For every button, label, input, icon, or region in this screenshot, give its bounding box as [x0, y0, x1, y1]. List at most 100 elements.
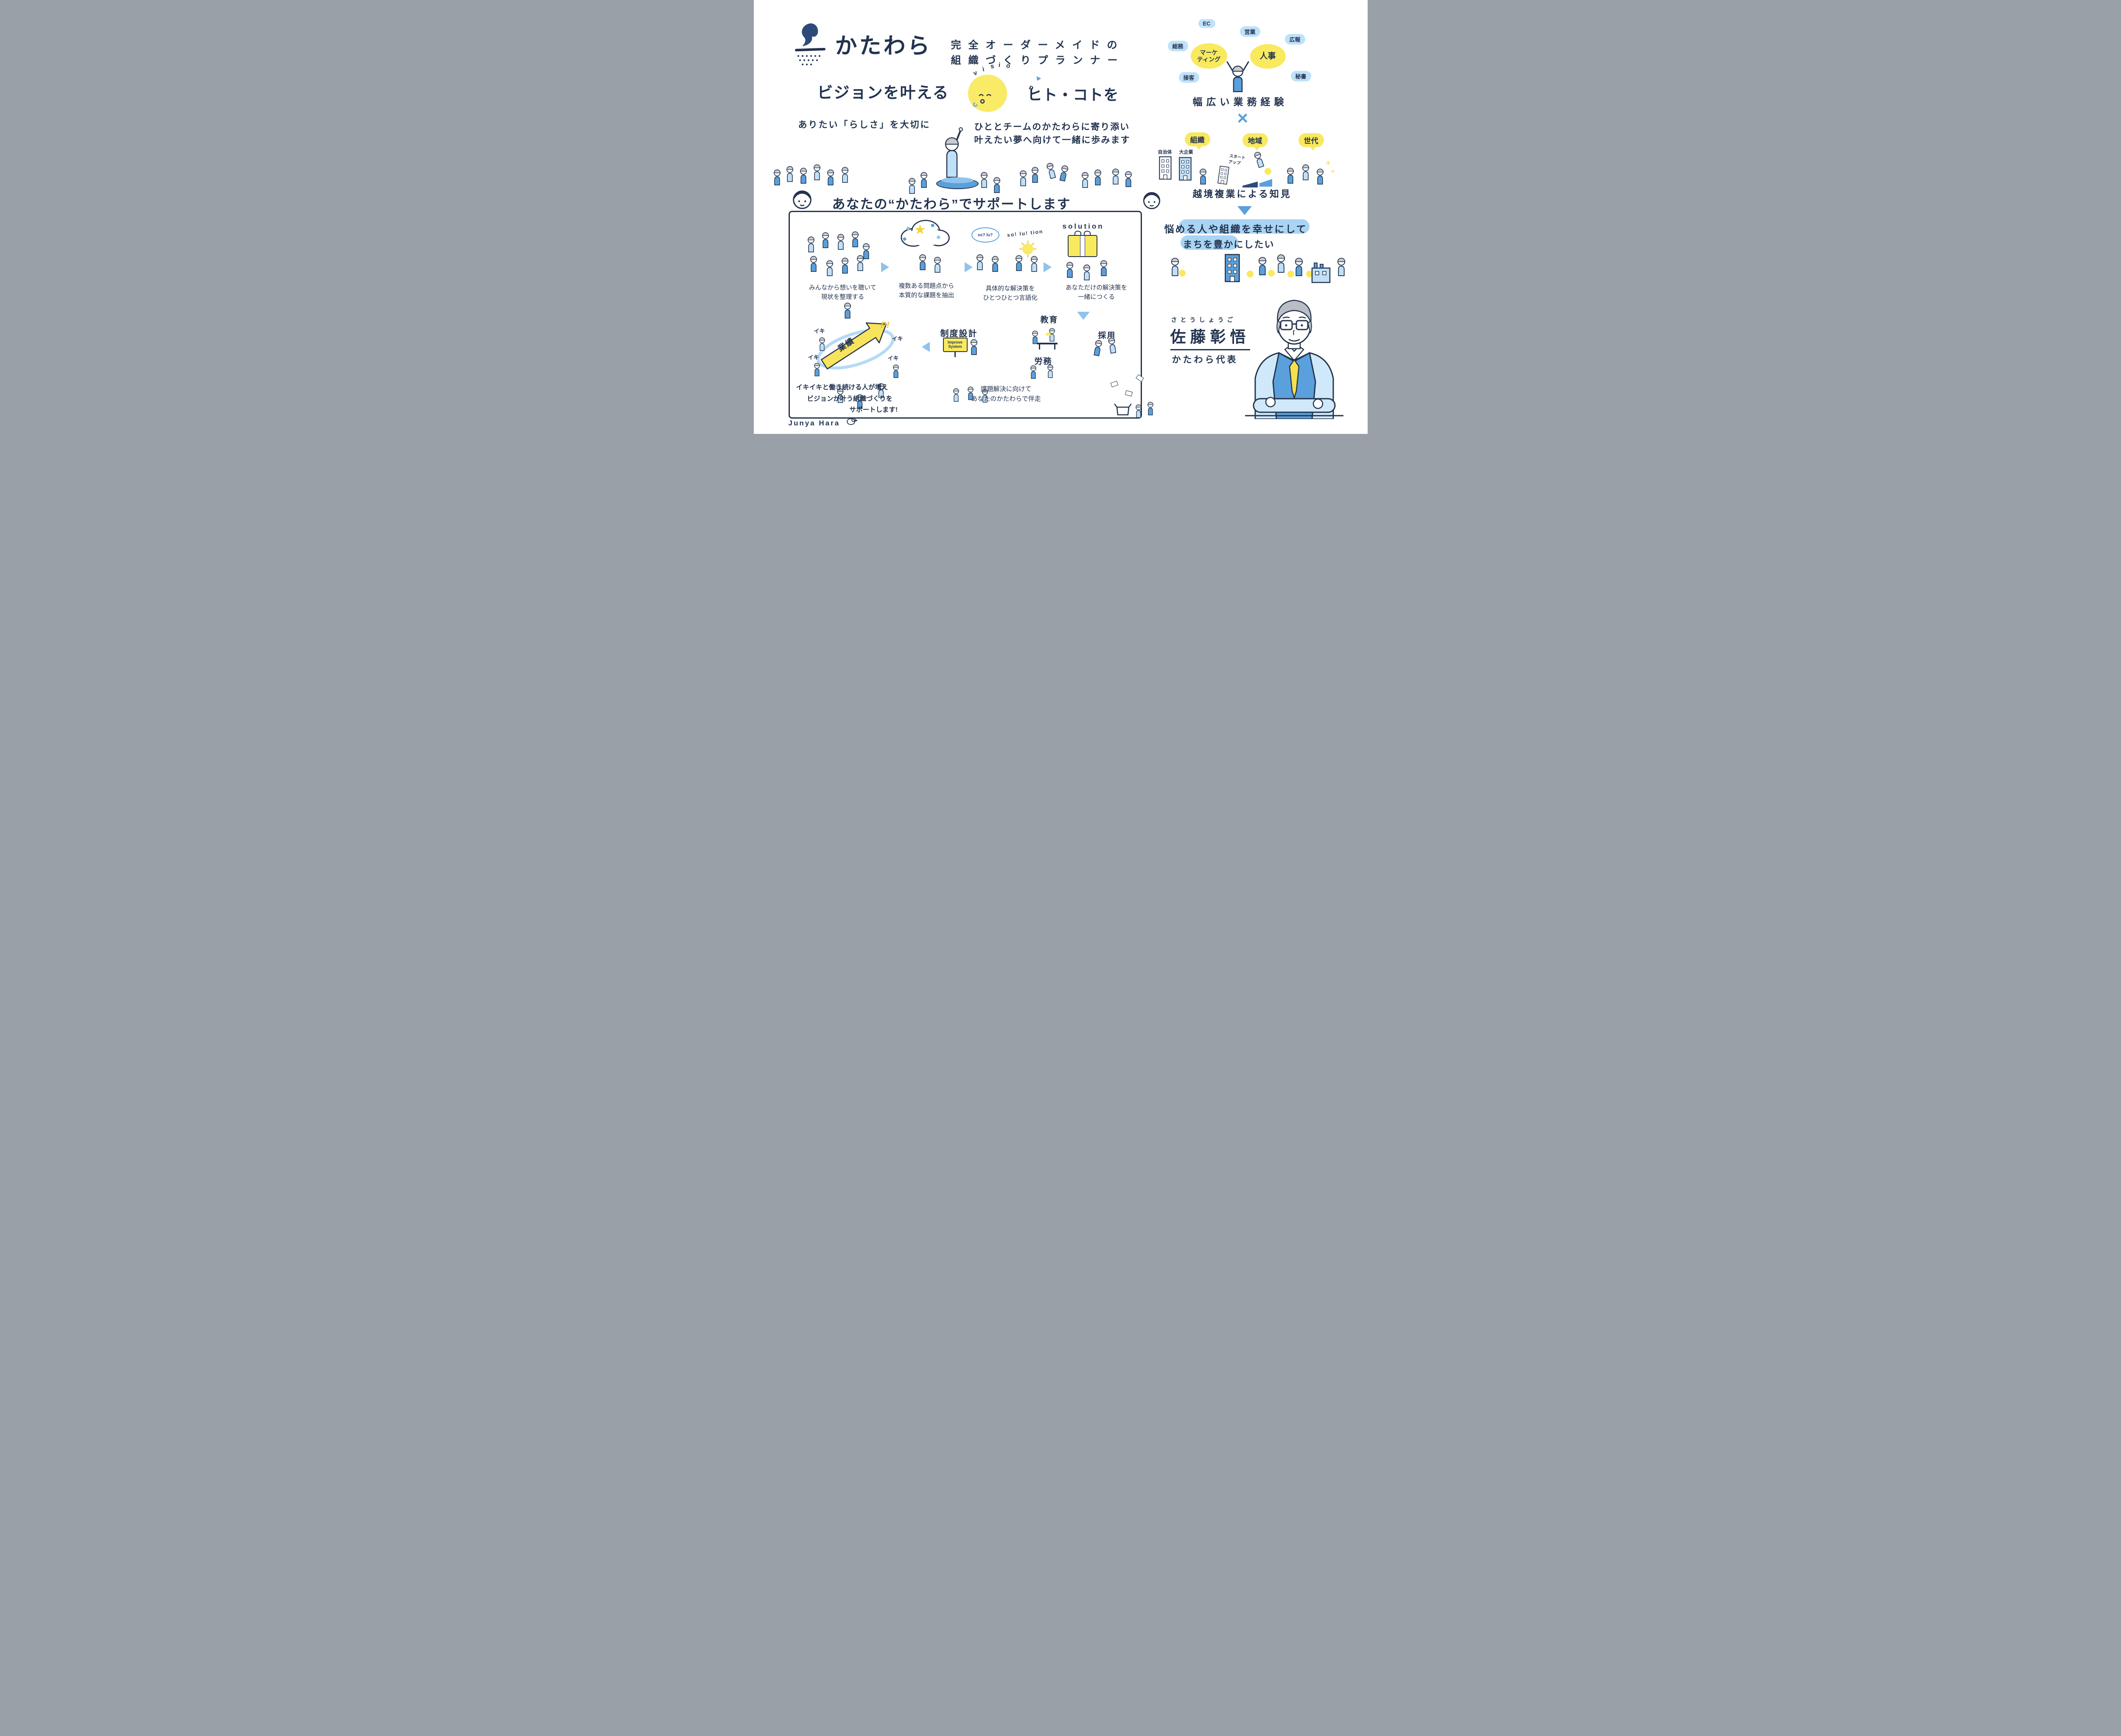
- desk-leg-icon: [1054, 344, 1055, 349]
- flow-left-arrow-icon: [921, 342, 930, 352]
- vision-letter: s: [990, 62, 994, 70]
- label-big-company: 大企業: [1179, 150, 1193, 155]
- desk-leg-icon: [1038, 344, 1040, 349]
- person-icon: [891, 364, 901, 378]
- bubble-service: 接客: [1178, 72, 1199, 83]
- person-icon: [1057, 164, 1071, 183]
- iki-label: イキ: [892, 335, 903, 342]
- step1-caption-line2: 現状を整理する: [821, 294, 865, 301]
- person-icon: [1029, 255, 1040, 272]
- step4-caption-line2: 一緒につくる: [1078, 294, 1115, 301]
- support-title: あなたの“かたわら”でサポートします: [832, 197, 1071, 212]
- person-icon: [951, 388, 961, 402]
- gift-box-icon: [1067, 231, 1097, 257]
- outcome-line1: イキイキと働き続ける人が増え: [796, 384, 888, 391]
- person-icon: [1105, 336, 1119, 354]
- solution-label: solution: [1062, 222, 1104, 230]
- person-icon: [842, 302, 853, 319]
- person-icon: [835, 233, 846, 250]
- person-icon: [820, 232, 831, 249]
- note-left: ありたい「らしさ」を大切に: [798, 120, 931, 130]
- desk-icon: [1037, 343, 1058, 344]
- person-icon: [1300, 164, 1311, 181]
- label-municipality: 自治体: [1158, 150, 1172, 155]
- person-icon: [1081, 264, 1092, 281]
- cross-operator: ×: [1237, 108, 1248, 129]
- person-icon: [991, 176, 1002, 193]
- tag-org: 組織: [1184, 132, 1210, 150]
- person-icon: [1092, 169, 1103, 186]
- person-icon: [817, 337, 827, 351]
- result-down-arrow-icon: [1237, 206, 1252, 215]
- person-icon: [990, 255, 1001, 272]
- bubble-sales: 営業: [1240, 26, 1260, 37]
- tagline-line2: 組織づくりプランナー: [951, 55, 1125, 66]
- sparkle-triangle-icon: [1035, 76, 1041, 82]
- artist-signature: Junya Hara: [788, 419, 840, 427]
- step2-caption-line2: 本質的な課題を抽出: [898, 292, 954, 299]
- person-icon: [979, 171, 990, 188]
- glow-icon: [1268, 270, 1275, 277]
- sparkle-icon: ＋: [1330, 169, 1335, 174]
- glow-icon: [1246, 271, 1254, 277]
- person-icon: [825, 169, 836, 186]
- portrait-illustration: [1245, 299, 1343, 419]
- service-education-label: 教育: [1040, 316, 1058, 324]
- step3-caption-line1: 具体的な解決策を: [985, 285, 1035, 292]
- person-icon: [1251, 150, 1267, 169]
- person-icon: [1110, 168, 1121, 185]
- person-icon: [855, 254, 866, 271]
- person-icon: [850, 231, 861, 248]
- vision-reacher-icon: [945, 127, 963, 178]
- person-icon: [806, 236, 817, 253]
- step-arrow-icon: [1043, 262, 1052, 272]
- ribbon-swirl-icon: [816, 328, 895, 370]
- podium-top-icon: [941, 177, 974, 183]
- glow-icon: [1306, 271, 1313, 277]
- factory-icon: [1311, 263, 1330, 283]
- step-arrow-icon: [881, 262, 889, 272]
- region-steps-icon: [1242, 179, 1272, 187]
- person-icon: [974, 254, 985, 271]
- person-icon: [1018, 170, 1029, 187]
- iki-label: イキ: [814, 328, 825, 334]
- note-right-line2: 叶えたい夢へ向けて一緒に歩みます: [974, 135, 1130, 145]
- person-icon: [1169, 257, 1181, 277]
- sign-line2: System: [948, 344, 962, 349]
- person-icon: [824, 260, 835, 277]
- improve-system-sign: Improve System: [943, 338, 968, 352]
- glow-icon: [1287, 271, 1294, 277]
- growth-arrow-icon: [820, 322, 887, 370]
- person-icon: [1198, 168, 1209, 185]
- profile-furigana: さとうしょうご: [1171, 316, 1237, 323]
- headline-right: ヒト・コトを: [1027, 87, 1119, 103]
- profile-name: 佐藤彰悟: [1170, 324, 1250, 350]
- step2-caption: 複数ある問題点から 本質的な課題を抽出: [892, 282, 962, 301]
- person-icon: [1044, 161, 1058, 180]
- step1-caption-line1: みんなから想いを聴いて: [809, 285, 877, 291]
- step4-caption: あなただけの解決策を 一緒につくる: [1058, 283, 1135, 302]
- service-system-design-label: 制度設計: [940, 329, 978, 338]
- headline-left: ビジョンを叶える: [817, 84, 949, 101]
- tag-region: 地域: [1242, 133, 1268, 151]
- person-icon: [1064, 261, 1075, 278]
- person-icon: [1293, 257, 1305, 277]
- person-icon: [784, 165, 795, 182]
- bubble-secretary: 秘書: [1290, 71, 1311, 81]
- mission-highlight: [1180, 235, 1238, 250]
- mission-line1: 悩める人や組織を幸せにして: [1164, 224, 1307, 235]
- balloon-marketing: マーケ ティング: [1190, 43, 1227, 69]
- person-icon: [839, 257, 851, 274]
- box-icon: [1114, 403, 1131, 416]
- peeking-face-left-icon: [792, 190, 812, 210]
- person-icon: [811, 164, 823, 181]
- run-caption-line2: あなたのかたわらで伴走: [971, 395, 1041, 403]
- step-arrow-icon: [964, 262, 973, 272]
- vision-letter: i: [981, 65, 985, 73]
- graphic-recording-poster: かたわら 完全オーダーメイドの 組織づくりプランナー ビジョンを叶える v i …: [753, 0, 1368, 434]
- katawara-logo-icon: [795, 23, 825, 65]
- person-icon: [1146, 401, 1155, 416]
- p-mark: P!: [881, 321, 890, 330]
- step3-caption: 具体的な解決策を ひとつひとつ言語化: [974, 284, 1047, 303]
- step1-caption: みんなから想いを聴いて 現状を整理する: [800, 283, 885, 302]
